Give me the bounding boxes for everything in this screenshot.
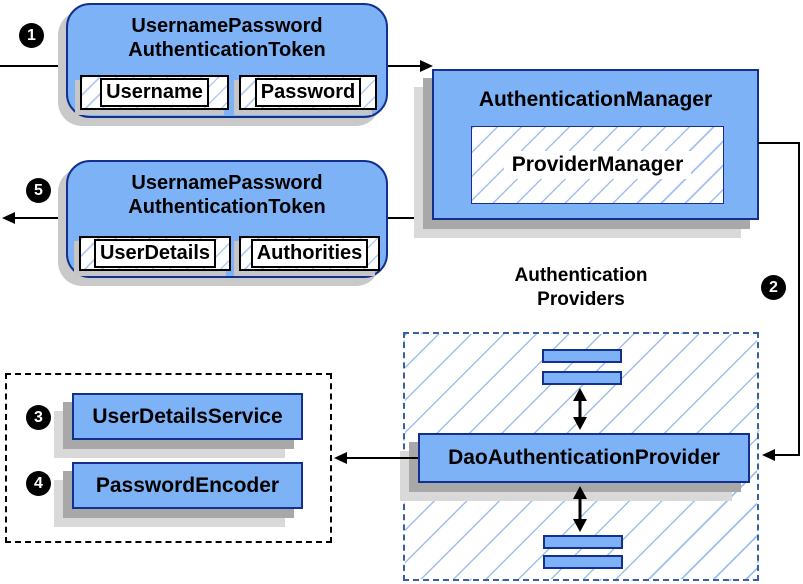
authorities-field-label: Authorities	[250, 239, 369, 268]
authentication-providers-caption-line1: Authentication	[514, 265, 648, 286]
user-details-service-label: UserDetailsService	[92, 404, 283, 428]
password-field-box: Password	[239, 75, 377, 110]
step-badge-4: 4	[26, 471, 51, 496]
authorities-field-box: Authorities	[239, 236, 380, 271]
token-response-title-line2: AuthenticationToken	[128, 196, 326, 218]
username-field-label: Username	[100, 78, 209, 107]
authentication-providers-caption: Authentication Providers	[451, 264, 711, 312]
manager-to-provider-line	[758, 142, 800, 456]
provider-manager-box: ProviderManager	[471, 126, 724, 204]
password-field-label: Password	[254, 78, 362, 107]
token-response-title-line1: UsernamePassword	[131, 172, 323, 194]
user-details-field-box: UserDetails	[79, 236, 231, 271]
provider-stack-bottom-bar-2	[543, 555, 623, 569]
dao-authentication-provider-label: DaoAuthenticationProvider	[448, 446, 720, 469]
username-field-box: Username	[80, 75, 229, 110]
provider-manager-label: ProviderManager	[503, 151, 692, 179]
response-arrowhead-icon	[2, 212, 15, 224]
username-password-token-request-box: UsernamePassword AuthenticationToken Use…	[66, 3, 388, 118]
provider-stack-top-bar-1	[542, 349, 622, 363]
provider-stack-bottom-bar-1	[543, 535, 623, 549]
password-encoder-box: PasswordEncoder	[72, 462, 303, 509]
step-badge-3: 3	[26, 405, 51, 430]
step-badge-1: 1	[19, 23, 44, 48]
step-badge-2: 2	[761, 275, 786, 300]
authentication-providers-caption-line2: Providers	[537, 289, 625, 310]
authentication-manager-box: AuthenticationManager ProviderManager	[432, 69, 759, 220]
user-details-group-box	[5, 373, 332, 543]
authentication-manager-title: AuthenticationManager	[478, 88, 713, 111]
token-request-title-line1: UsernamePassword	[131, 15, 323, 37]
dao-authentication-provider-box: DaoAuthenticationProvider	[418, 433, 750, 483]
provider-stack-top-bar-2	[542, 371, 622, 385]
username-password-token-response-box: UsernamePassword AuthenticationToken Use…	[66, 160, 388, 278]
token-request-title-line2: AuthenticationToken	[128, 39, 326, 61]
step-badge-5: 5	[26, 178, 51, 203]
provider-to-userdetails-arrowhead-icon	[334, 452, 347, 464]
manager-to-provider-arrowhead-icon	[762, 449, 775, 461]
user-details-field-label: UserDetails	[93, 239, 217, 268]
user-details-service-box: UserDetailsService	[72, 393, 303, 440]
password-encoder-label: PasswordEncoder	[95, 473, 280, 497]
